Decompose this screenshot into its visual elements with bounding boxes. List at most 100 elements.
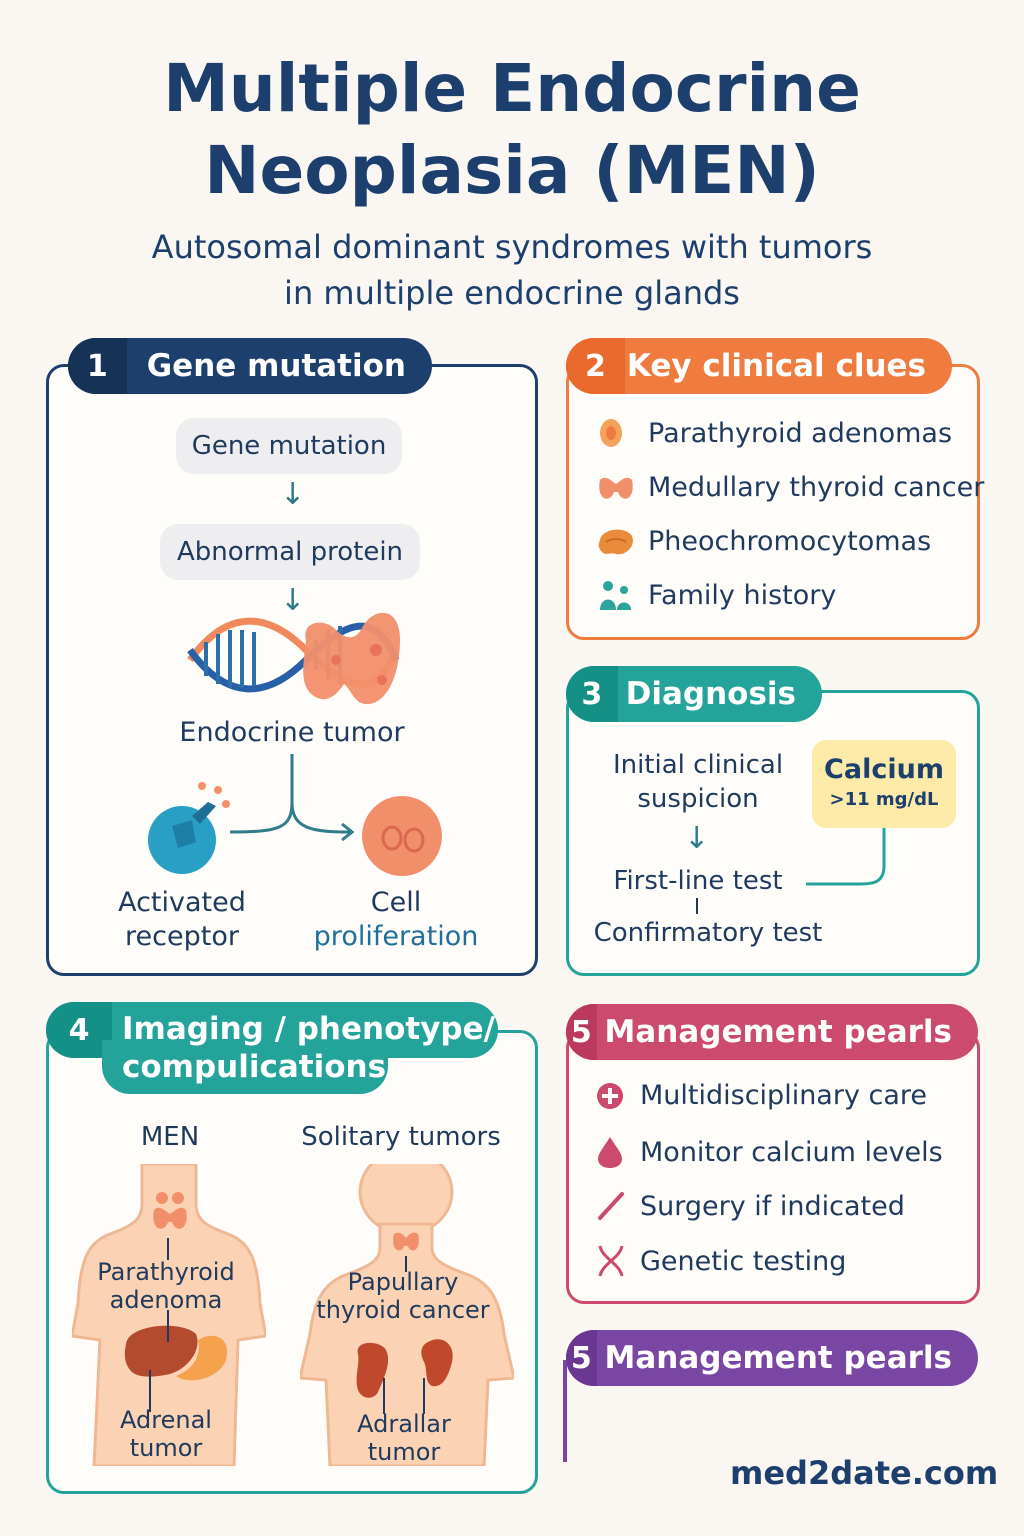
label-adenoma: adenoma xyxy=(109,1286,223,1314)
panel-management-pearls xyxy=(566,1030,980,1304)
label-tumor-right: tumor xyxy=(367,1438,441,1466)
page-subtitle: Autosomal dominant syndromes with tumors… xyxy=(0,224,1024,316)
panel-1-number: 1 xyxy=(68,338,127,394)
family-icon xyxy=(596,578,648,612)
panel-3-title: Diagnosis xyxy=(625,676,796,712)
pearl-label: Monitor calcium levels xyxy=(640,1136,943,1168)
clue-label: Parathyroid adenomas xyxy=(648,417,953,449)
label-receptor: receptor xyxy=(125,921,239,952)
label-papullary-thyroid-cancer: Papullary thyroid cancer xyxy=(310,1268,496,1324)
panel-3-tab: 3 Diagnosis xyxy=(566,666,822,722)
liver-icon xyxy=(124,1325,198,1377)
receptor-icon xyxy=(148,782,230,874)
clue-label: Medullary thyroid cancer xyxy=(648,471,985,503)
pearl-label: Surgery if indicated xyxy=(640,1190,905,1222)
diag-first-line-test: First-line test xyxy=(613,866,783,896)
thyroid-icon xyxy=(596,470,648,504)
label-tumor: tumor xyxy=(129,1434,203,1462)
title-line-1: Multiple Endocrine xyxy=(163,50,861,127)
panel-6-number: 5 xyxy=(566,1330,597,1386)
label-cell: Cell xyxy=(370,887,422,918)
label-adrallar-tumor: Adrallar tumor xyxy=(334,1410,474,1466)
head-solitary-tumors: Solitary tumors xyxy=(301,1122,501,1152)
panel-1-tab: 1 Gene mutation xyxy=(68,338,432,394)
arrow-down-icon: ↓ xyxy=(684,821,710,856)
parathyroid-icon xyxy=(596,416,648,450)
step-abnormal-protein: Abnormal protein xyxy=(160,524,420,580)
drop-icon xyxy=(596,1135,640,1169)
diag-initial-line1: Initial clinical xyxy=(612,750,784,780)
dna-icon xyxy=(596,1244,640,1278)
step-gene-mutation: Gene mutation xyxy=(176,418,402,474)
thyroid-icon xyxy=(153,1192,187,1229)
branch-connector xyxy=(229,754,355,842)
calcium-callout: Calcium >11 mg/dL xyxy=(812,740,956,828)
cell-icon xyxy=(362,796,442,876)
adrenal-icon xyxy=(596,524,648,558)
label-parathyroid-adenoma: Parathyroid adenoma xyxy=(88,1258,244,1314)
calcium-label: Calcium xyxy=(824,754,944,785)
clue-family-history: Family history xyxy=(596,578,836,612)
panel-4-title-line1: Imaging / phenotype/ xyxy=(122,1011,495,1047)
panel-4-title-line2: compulications xyxy=(122,1049,387,1085)
dna-thyroid-illustration xyxy=(187,612,400,705)
pearl-surgery: Surgery if indicated xyxy=(596,1190,905,1222)
clue-label: Family history xyxy=(648,579,837,611)
clue-pheochromocytoma: Pheochromocytomas xyxy=(596,524,931,558)
clue-parathyroid: Parathyroid adenomas xyxy=(596,416,952,450)
calcium-value: >11 mg/dL xyxy=(829,789,939,810)
arrow-down-icon: ↓ xyxy=(280,583,306,618)
page-title: Multiple Endocrine Neoplasia (MEN) xyxy=(0,48,1024,212)
label-activated: Activated xyxy=(118,887,246,918)
label-proliferation: proliferation xyxy=(313,921,479,952)
label-adrenal-tumor: Adrenal tumor xyxy=(96,1406,236,1462)
panel-1-title: Gene mutation xyxy=(146,348,406,384)
pearl-label: Multidisciplinary care xyxy=(640,1080,928,1111)
clue-label: Pheochromocytomas xyxy=(648,525,932,557)
adrenal-icon xyxy=(176,1335,228,1381)
panel-diagnosis xyxy=(566,690,980,976)
panel-2-tab: 2 Key clinical clues xyxy=(566,338,952,394)
panel-4-tab-extension xyxy=(102,1040,388,1094)
calcium-connector xyxy=(806,828,886,886)
clue-medullary-thyroid: Medullary thyroid cancer xyxy=(596,470,984,504)
panel-4-title: Imaging / phenotype/ compulications xyxy=(122,1010,495,1086)
diag-initial-suspicion: Initial clinical suspicion xyxy=(598,748,798,816)
panel-4-number: 4 xyxy=(46,1002,112,1058)
panel-6-border xyxy=(563,1360,567,1462)
label-thyroid-cancer: thyroid cancer xyxy=(316,1296,490,1324)
label-adrallar: Adrallar xyxy=(357,1410,451,1438)
pearl-monitor-calcium: Monitor calcium levels xyxy=(596,1135,943,1169)
panel-3-number: 3 xyxy=(566,666,618,722)
panel-5-title: Management pearls xyxy=(604,1014,952,1050)
panel-6-tab: 5 Management pearls xyxy=(566,1330,978,1386)
diag-initial-line2: suspicion xyxy=(637,784,759,814)
subtitle-line-1: Autosomal dominant syndromes with tumors xyxy=(151,228,873,266)
panel-key-clinical-clues xyxy=(566,364,980,640)
arrow-down-icon: ↓ xyxy=(280,477,306,512)
body-solitary-illustration xyxy=(300,1164,514,1466)
label-activated-receptor: Activated receptor xyxy=(104,886,260,954)
kidney-icon xyxy=(421,1339,453,1387)
title-line-2: Neoplasia (MEN) xyxy=(204,132,820,209)
diag-confirmatory-test: Confirmatory test xyxy=(593,918,823,948)
panel-2-number: 2 xyxy=(566,338,625,394)
panel-2-title: Key clinical clues xyxy=(626,348,926,384)
pearl-multidisciplinary: Multidisciplinary care xyxy=(596,1080,927,1111)
subtitle-line-2: in multiple endocrine glands xyxy=(284,274,740,312)
scalpel-icon xyxy=(596,1190,640,1222)
label-parathyroid: Parathyroid xyxy=(97,1258,235,1286)
panel-6-title: Management pearls xyxy=(604,1340,952,1376)
thyroid-icon xyxy=(303,612,400,705)
pearl-genetic-testing: Genetic testing xyxy=(596,1244,846,1278)
label-adrenal: Adrenal xyxy=(120,1406,212,1434)
diag-connector xyxy=(696,898,698,914)
plus-circle-icon xyxy=(596,1081,640,1111)
step-endocrine-tumor: Endocrine tumor xyxy=(179,717,405,748)
kidney-icon xyxy=(356,1342,389,1398)
pearl-label: Genetic testing xyxy=(640,1245,847,1277)
label-cell-proliferation: Cell proliferation xyxy=(310,886,482,954)
thyroid-icon xyxy=(393,1232,419,1251)
panel-5-tab: 5 Management pearls xyxy=(566,1004,978,1060)
head-men: MEN xyxy=(140,1122,200,1152)
